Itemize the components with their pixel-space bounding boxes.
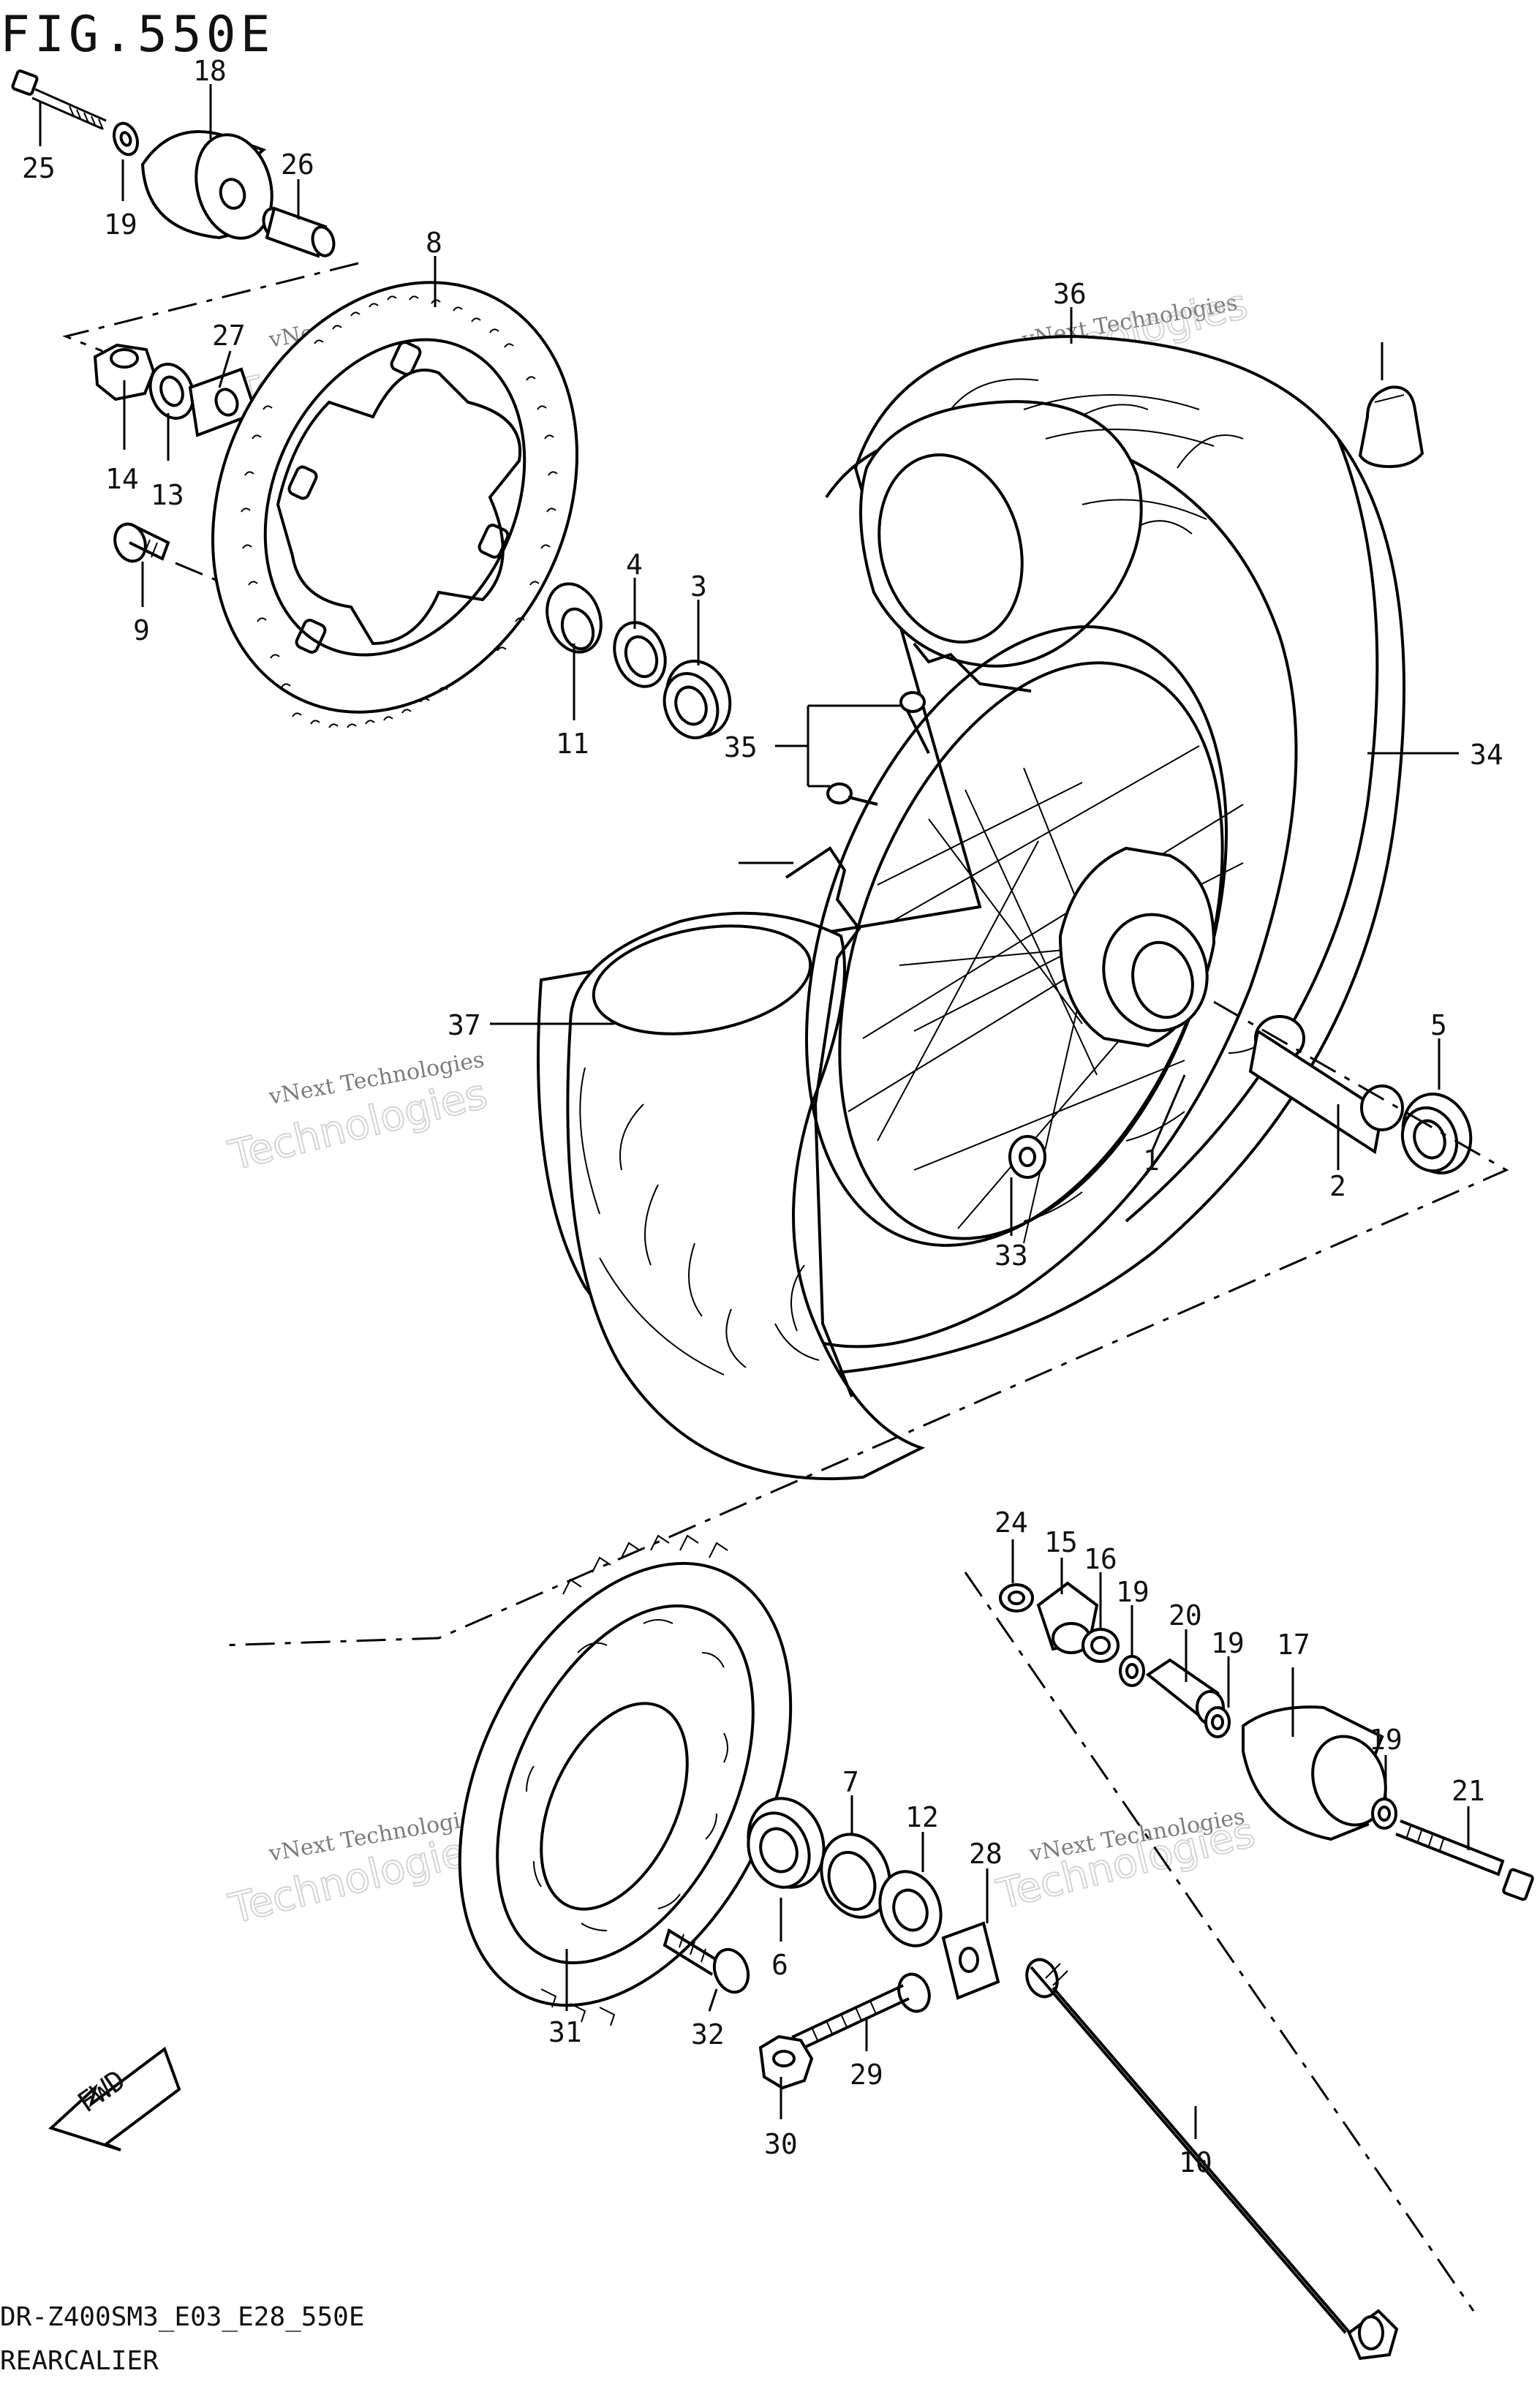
callout-19-c: 19: [1211, 1627, 1245, 1659]
fwd-arrow: FWD: [48, 2046, 181, 2151]
callout-27: 29: [850, 2059, 883, 2091]
callout-4: 4: [626, 548, 643, 581]
weight-17: [1242, 1705, 1387, 1841]
collar-12: [878, 1870, 943, 1947]
spacer-16: [1082, 1628, 1120, 1663]
callout-33: 35: [724, 731, 758, 763]
nut-22: [999, 1583, 1034, 1612]
spacer-18: [140, 130, 273, 240]
callout-1: 1: [1143, 1144, 1160, 1177]
callout-14: 14: [105, 463, 139, 495]
callout-29: 31: [548, 2016, 582, 2048]
callout-34: 36: [1053, 278, 1087, 310]
figure-caption: REARCALIER: [0, 2346, 159, 2376]
axle-10: [1025, 1958, 1399, 2361]
callout-30: 32: [691, 2018, 725, 2051]
oil-seal-4: [613, 621, 667, 688]
bolt-30: [663, 1928, 750, 1994]
bearing-6: [747, 1797, 826, 1889]
valve-31: [1008, 1135, 1046, 1179]
callout-labels: 25 19 18 26 8 27 14 13 9 11 4 3 35 36 34…: [22, 55, 1503, 2179]
callout-23: 25: [22, 152, 56, 184]
adjuster-bolt-27: [791, 1972, 931, 2052]
leader-lines: [39, 84, 1470, 2139]
bolt-23: [11, 69, 107, 130]
bearing-3: [663, 660, 732, 739]
callout-6: 6: [771, 1949, 788, 1981]
collar-11: [546, 582, 603, 654]
callout-17: 17: [1277, 1629, 1310, 1661]
callout-2: 2: [1329, 1170, 1346, 1202]
callout-22: 24: [994, 1506, 1028, 1539]
tire-35: [566, 911, 926, 1481]
spacer-20: [1145, 1658, 1225, 1725]
washer-19-c: [1204, 1706, 1231, 1738]
spacer-2: [1248, 1015, 1404, 1155]
rim-1: [805, 625, 1244, 1247]
callout-20: 20: [1169, 1599, 1202, 1632]
washer-19-top: [113, 121, 139, 156]
callout-21: 21: [1452, 1775, 1485, 1807]
plate-26: [941, 1921, 1000, 2000]
callout-26: 28: [969, 1838, 1003, 1870]
bolt-21: [1395, 1819, 1534, 1901]
callout-28: 30: [764, 2128, 798, 2160]
callout-18: 18: [193, 55, 227, 87]
callout-31: 33: [994, 1240, 1028, 1272]
sprocket-29: [458, 1534, 793, 2026]
brake-disc-8: [211, 281, 578, 728]
brake-disc-holes: [241, 295, 558, 728]
callout-19-b: 19: [1116, 1576, 1150, 1608]
callout-35: 37: [448, 1009, 481, 1041]
bearing-5: [1400, 1093, 1473, 1174]
figure-title: FIG.550E: [0, 6, 275, 64]
callout-19-d: 19: [1369, 1724, 1403, 1756]
rim-band-36: [785, 846, 861, 1397]
spacer-15: [1036, 1581, 1099, 1654]
washer-13: [148, 363, 195, 420]
callout-8: 8: [426, 227, 442, 259]
spoke-nipples-33: [826, 691, 930, 806]
callout-32: 34: [1470, 739, 1503, 771]
callout-13: 13: [151, 479, 184, 511]
callout-16: 16: [1084, 1543, 1117, 1575]
tube-34: [859, 394, 1215, 693]
washer-19-d: [1371, 1798, 1397, 1830]
callout-9: 9: [133, 614, 150, 646]
callout-25: 27: [212, 320, 246, 352]
callout-24: 26: [281, 148, 314, 181]
callout-3: 3: [690, 570, 707, 603]
valve-cap-37: [1358, 385, 1424, 469]
washer-19-b: [1119, 1655, 1145, 1687]
callout-12: 12: [905, 1801, 939, 1833]
callout-5: 5: [1430, 1009, 1447, 1041]
callout-11: 11: [556, 728, 589, 760]
callout-19-top: 19: [104, 208, 137, 241]
plate-25: [188, 367, 258, 437]
model-code: DR-Z400SM3_E03_E28_550E: [0, 2302, 365, 2332]
pin-24: [262, 206, 336, 258]
callout-15: 15: [1044, 1526, 1078, 1558]
callout-7: 7: [842, 1766, 859, 1798]
screw-9: [113, 522, 170, 563]
nut-28: [758, 2034, 814, 2090]
oil-seal-7: [820, 1833, 891, 1919]
callout-10: 10: [1179, 2146, 1212, 2179]
